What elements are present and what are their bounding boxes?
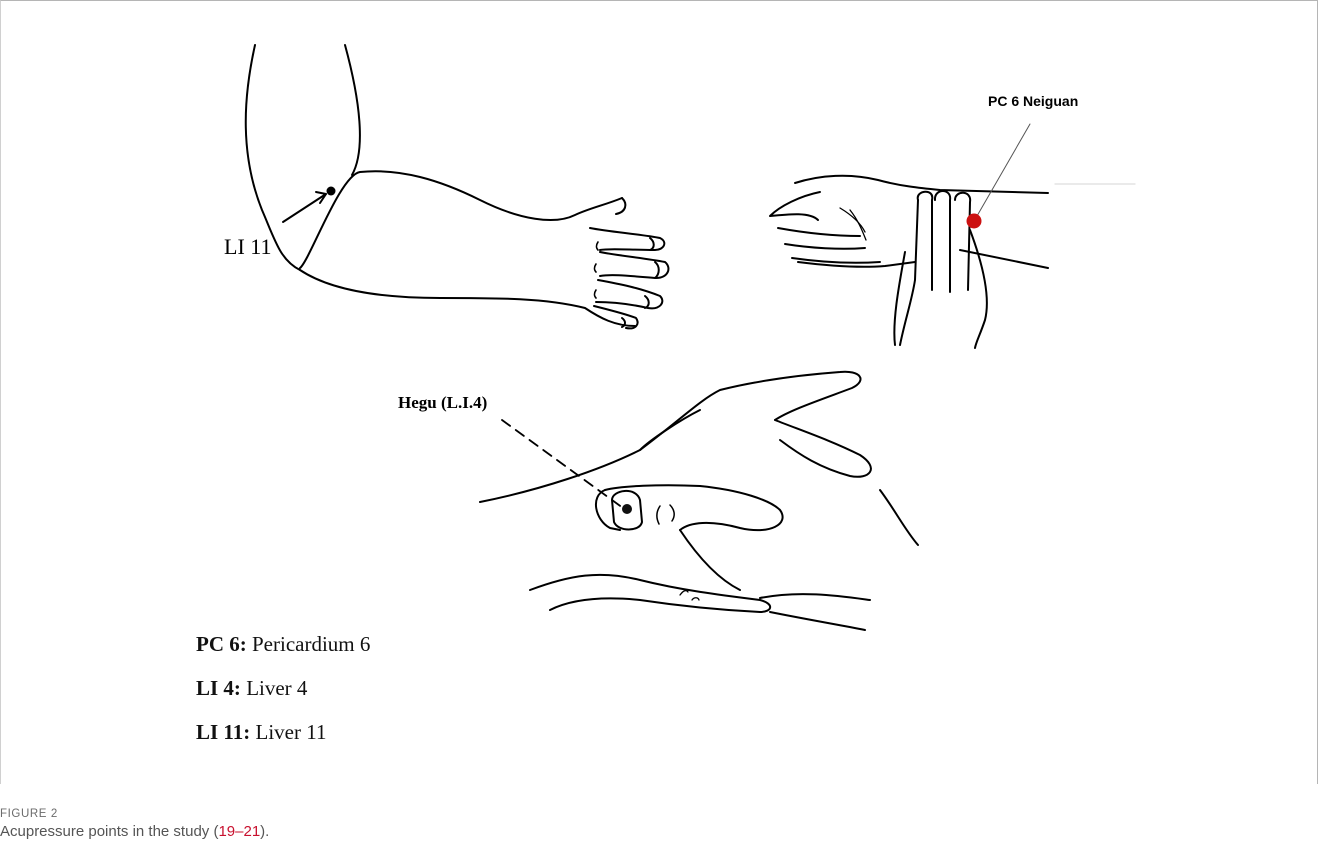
hand-drawing: [480, 372, 918, 630]
pc6-point: [967, 214, 982, 229]
li11-label: LI 11: [224, 234, 271, 259]
figure-label: FIGURE 2: [0, 808, 269, 820]
arm-drawing: [246, 45, 669, 328]
caption-text-before: Acupressure points in the study (: [0, 823, 218, 840]
legend-text: Pericardium 6: [252, 632, 370, 656]
legend-item: LI 4: Liver 4: [196, 666, 370, 710]
legend-item: LI 11: Liver 11: [196, 710, 370, 754]
caption-text: Acupressure points in the study (19–21).: [0, 823, 269, 840]
legend-text: Liver 11: [256, 720, 327, 744]
citation-link[interactable]: 19–21: [218, 823, 260, 840]
wrist-drawing: [770, 176, 1048, 348]
caption-text-after: ).: [260, 823, 269, 840]
hegu-label: Hegu (L.I.4): [398, 393, 487, 412]
legend-item: PC 6: Pericardium 6: [196, 622, 370, 666]
legend-text: Liver 4: [246, 676, 307, 700]
li11-point: [327, 187, 336, 196]
li11-pointer: [283, 194, 326, 222]
abbreviation-legend: PC 6: Pericardium 6 LI 4: Liver 4 LI 11:…: [196, 622, 370, 754]
hegu-pointer: [502, 420, 623, 508]
figure-caption: FIGURE 2 Acupressure points in the study…: [0, 808, 269, 840]
legend-abbr: LI 4:: [196, 676, 241, 700]
legend-abbr: LI 11:: [196, 720, 250, 744]
hegu-point: [622, 504, 632, 514]
pc6-label: PC 6 Neiguan: [988, 93, 1078, 109]
legend-abbr: PC 6:: [196, 632, 247, 656]
